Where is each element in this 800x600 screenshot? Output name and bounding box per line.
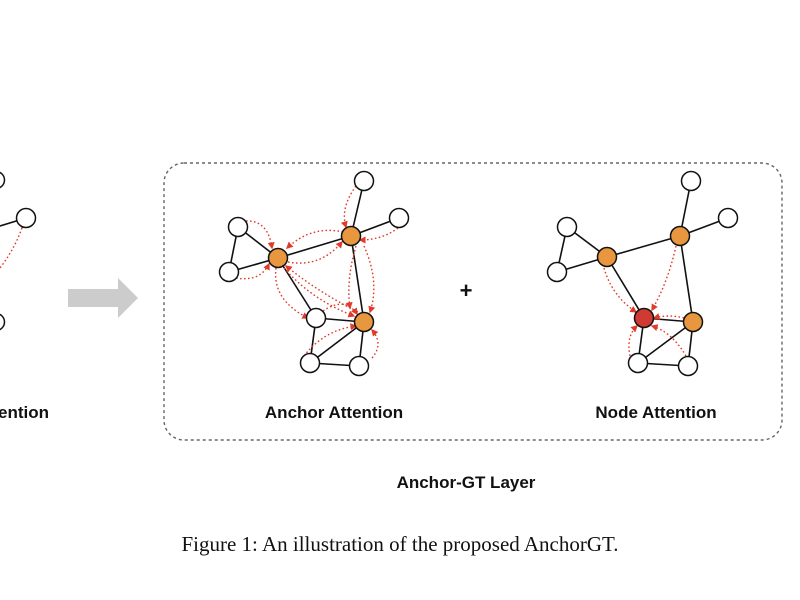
left-partial-graph <box>0 171 37 331</box>
node-white <box>677 355 699 377</box>
partial-node-bottom <box>0 313 6 331</box>
figure-caption: Figure 1: An illustration of the propose… <box>181 532 619 556</box>
anchor-gt-layer-box <box>163 162 783 441</box>
nodes <box>218 170 410 377</box>
node-white <box>227 216 249 238</box>
partial-node-top <box>0 171 6 189</box>
anchor-node <box>669 225 691 247</box>
node-attention-label: Node Attention <box>595 403 716 422</box>
plus-sign: + <box>460 278 473 303</box>
anchor-attention-graph <box>218 170 410 377</box>
anchor-node <box>596 246 618 268</box>
query-node <box>633 307 655 329</box>
structure-edges <box>556 180 729 367</box>
node-white <box>218 261 240 283</box>
node-attention-graph <box>546 170 739 377</box>
anchor-attention-label: Anchor Attention <box>265 403 403 422</box>
nodes <box>546 170 739 377</box>
node-white <box>299 352 321 374</box>
node-white <box>627 352 649 374</box>
structure-edges <box>228 180 400 367</box>
anchor-gt-layer-label: Anchor-GT Layer <box>397 473 536 492</box>
node-white <box>546 261 568 283</box>
anchor-node <box>353 311 375 333</box>
anchor-node <box>682 311 704 333</box>
node-white <box>680 170 702 192</box>
anchor-node <box>340 225 362 247</box>
attention-edges <box>603 245 687 357</box>
node-white <box>348 355 370 377</box>
anchor-node <box>267 247 289 269</box>
node-white <box>717 207 739 229</box>
node-white <box>388 207 410 229</box>
partial-node-right <box>15 207 37 229</box>
transition-arrow <box>68 278 138 318</box>
node-white <box>353 170 375 192</box>
attention-edges <box>235 185 399 359</box>
left-partial-label: ention <box>0 403 49 422</box>
node-white <box>556 216 578 238</box>
node-white <box>305 307 327 329</box>
